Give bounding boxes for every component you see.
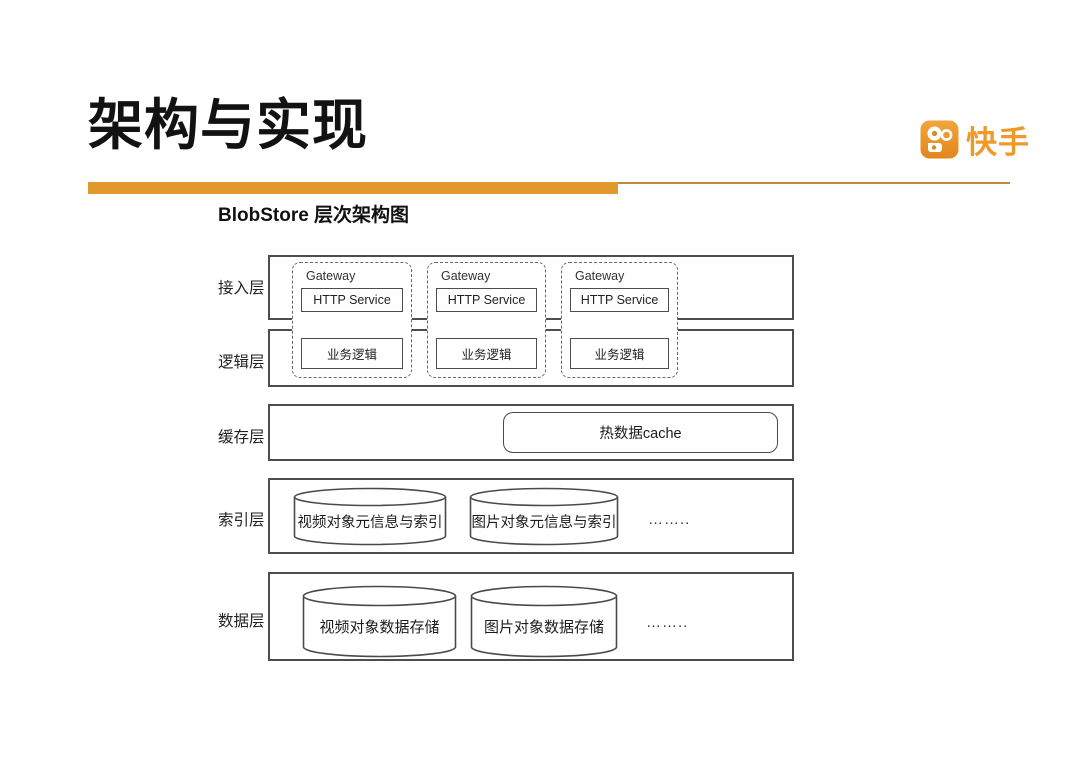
layer-label-data: 数据层: [218, 613, 265, 630]
http-service-box: HTTP Service: [301, 288, 403, 312]
index-more-dots: ……..: [648, 511, 691, 528]
http-service-box: HTTP Service: [436, 288, 537, 312]
layer-label-access: 接入层: [218, 280, 265, 297]
index-cylinder-video: 视频对象元信息与索引: [293, 487, 447, 546]
kuaishou-logo: 快手: [920, 117, 1030, 162]
business-logic-box: 业务逻辑: [436, 338, 537, 369]
cylinder-label: 图片对象数据存储: [483, 618, 604, 636]
cylinder-icon: [469, 487, 619, 546]
accent-bar: [88, 182, 618, 194]
gateway-box-2: Gateway HTTP Service 业务逻辑: [427, 262, 546, 378]
gateway-title: Gateway: [575, 269, 625, 283]
layer-label-cache: 缓存层: [218, 429, 265, 446]
hot-data-cache-box: 热数据cache: [503, 412, 778, 453]
cylinder-icon: [302, 585, 457, 658]
gateway-box-3: Gateway HTTP Service 业务逻辑: [561, 262, 678, 378]
kuaishou-camera-icon: [920, 120, 959, 159]
gateway-title: Gateway: [441, 269, 491, 283]
accent-thin-line: [618, 182, 1010, 184]
data-cylinder-image: 图片对象数据存储: [470, 585, 618, 658]
page-title: 架构与实现: [88, 94, 369, 156]
layer-label-index: 索引层: [218, 512, 265, 529]
index-cylinder-image: 图片对象元信息与索引: [469, 487, 619, 546]
diagram-subtitle: BlobStore 层次架构图: [218, 205, 410, 226]
business-logic-box: 业务逻辑: [301, 338, 403, 369]
data-cylinder-video: 视频对象数据存储: [302, 585, 457, 658]
data-more-dots: ……..: [646, 614, 689, 631]
layer-label-logic: 逻辑层: [218, 354, 265, 371]
cylinder-label: 视频对象元信息与索引: [297, 514, 443, 531]
kuaishou-logo-text: 快手: [966, 125, 1030, 160]
gateway-title: Gateway: [306, 269, 356, 283]
cylinder-label: 视频对象数据存储: [319, 618, 440, 636]
cylinder-icon: [293, 487, 447, 546]
business-logic-box: 业务逻辑: [570, 338, 669, 369]
gateway-box-1: Gateway HTTP Service 业务逻辑: [292, 262, 412, 378]
cylinder-label: 图片对象元信息与索引: [471, 514, 617, 531]
http-service-box: HTTP Service: [570, 288, 669, 312]
cylinder-icon: [470, 585, 618, 658]
